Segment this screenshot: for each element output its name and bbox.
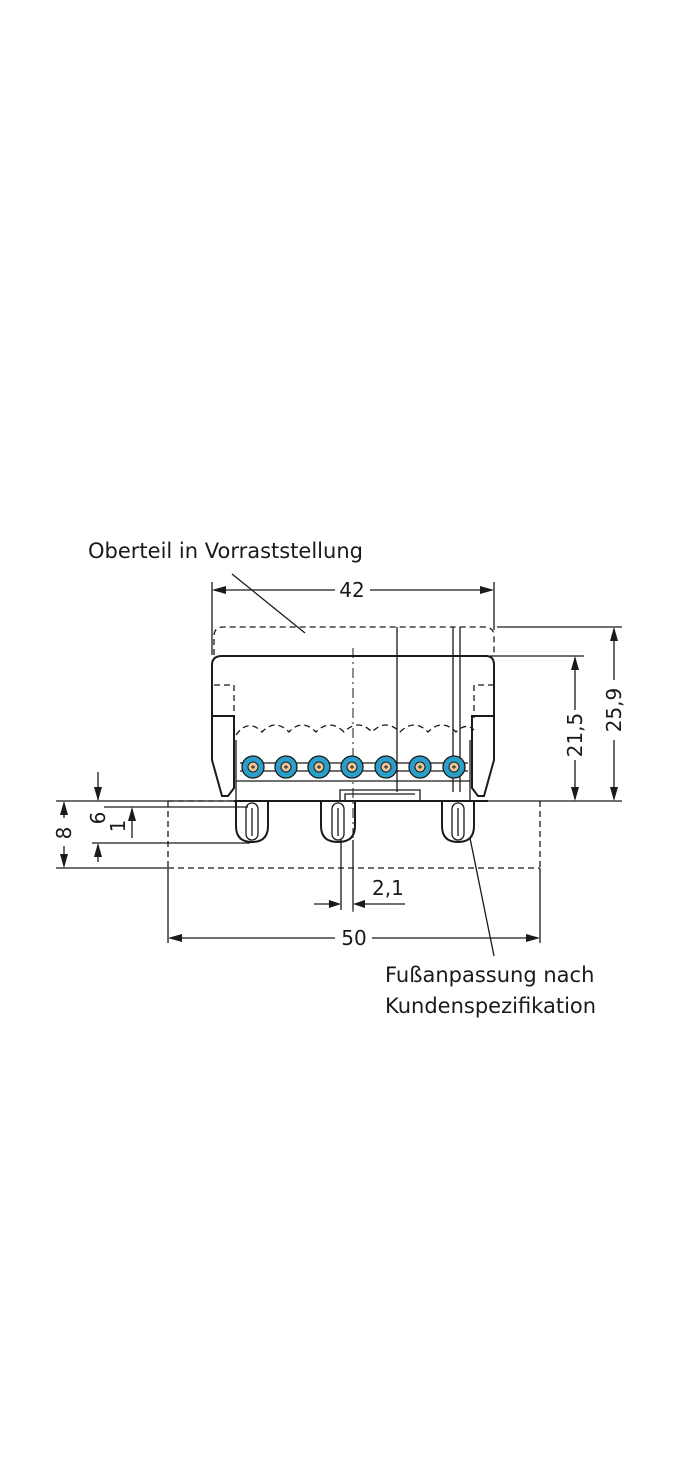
dimension-label-8: 8 — [52, 827, 76, 840]
contact-7 — [442, 755, 466, 779]
dimension-label-21-5: 21,5 — [563, 713, 587, 758]
dimension-label-2-1: 2,1 — [372, 876, 404, 900]
dimension-label-42: 42 — [339, 578, 364, 602]
foot-left — [235, 801, 269, 844]
contact-6 — [408, 755, 432, 779]
contact-5 — [374, 755, 398, 779]
contact-2 — [274, 755, 298, 779]
foot-center — [320, 801, 356, 844]
dimension-height-21-5: 21,5 — [490, 655, 587, 801]
dimension-label-50: 50 — [341, 926, 366, 950]
upper-part-pre-latched-outline — [213, 626, 495, 736]
leader-line-top-note — [231, 573, 306, 634]
leader-line-bottom-note — [469, 837, 495, 957]
dimension-label-6: 6 — [86, 812, 110, 825]
dimension-foot-1: 1 — [104, 806, 248, 838]
contact-row — [240, 755, 468, 779]
note-upper-part-pre-latched: Oberteil in Vorraststellung — [88, 539, 363, 563]
dimension-foot-6: 6 — [86, 772, 250, 862]
dimension-label-25-9: 25,9 — [602, 688, 626, 733]
dimension-width-50: 50 — [167, 868, 541, 950]
note-foot-adaptation-line2: Kundenspezifikation — [385, 994, 596, 1018]
foot-right — [441, 801, 475, 844]
dimension-pitch-2-1: 2,1 — [314, 840, 405, 910]
foot-adaptation-envelope — [167, 800, 541, 869]
contact-4 — [340, 755, 364, 779]
dimension-height-25-9: 25,9 — [488, 626, 626, 802]
note-foot-adaptation-line1: Fußanpassung nach — [385, 963, 594, 987]
dimension-label-1: 1 — [106, 820, 130, 833]
contact-3 — [307, 755, 331, 779]
dimension-foot-8: 8 — [52, 800, 236, 869]
contact-1 — [241, 755, 265, 779]
dimension-width-42: 42 — [211, 578, 495, 655]
